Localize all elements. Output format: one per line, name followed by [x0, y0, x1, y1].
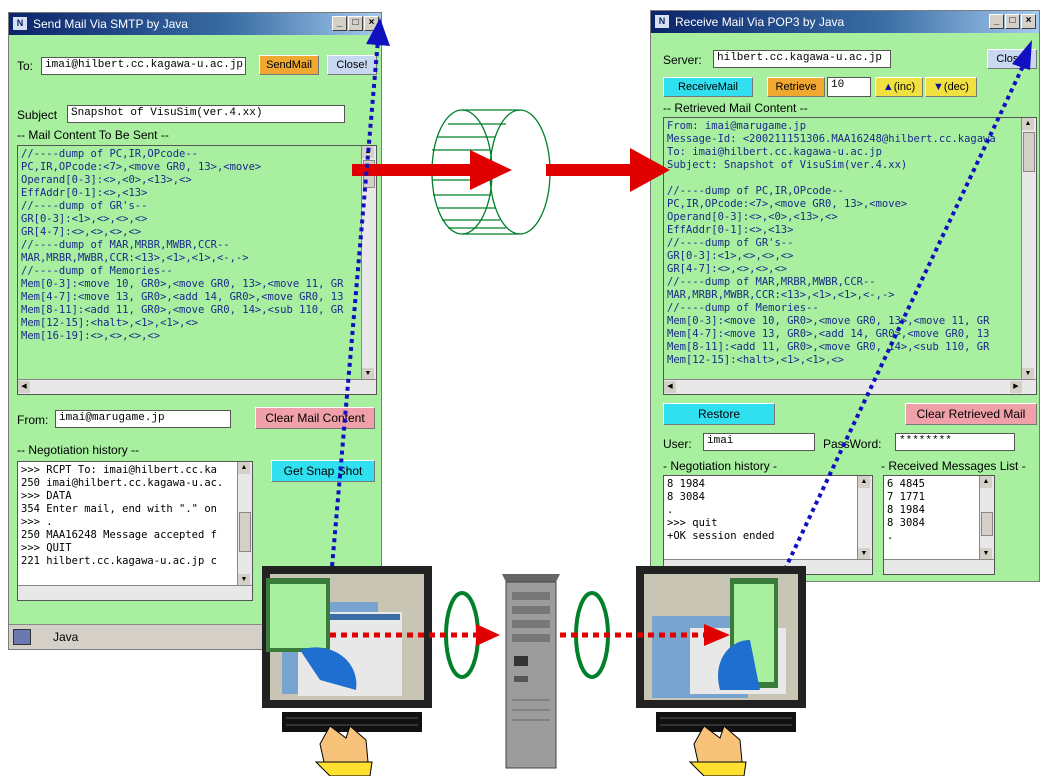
- send-window-titlebar[interactable]: N Send Mail Via SMTP by Java _ □ ×: [9, 13, 381, 35]
- receiver-computer-icon: [636, 566, 806, 776]
- red-arrow-left: [352, 150, 512, 190]
- red-arrow-right: [546, 148, 670, 192]
- maximize-button[interactable]: □: [1005, 14, 1020, 29]
- close-window-button[interactable]: ×: [1021, 14, 1036, 29]
- scroll-up-arrow[interactable]: ▲: [858, 476, 870, 488]
- scroll-down-arrow[interactable]: ▼: [980, 548, 992, 560]
- triangle-up-icon: ▲: [882, 81, 894, 93]
- send-window-title: Send Mail Via SMTP by Java: [33, 17, 188, 31]
- negotiation-vscroll[interactable]: ▲ ▼: [857, 476, 872, 560]
- java-app-icon: N: [13, 17, 27, 30]
- password-input[interactable]: ********: [895, 433, 1015, 451]
- blue-dotted-line-send: [328, 18, 390, 591]
- subject-input[interactable]: Snapshot of VisuSim(ver.4.xx): [67, 105, 345, 123]
- password-label: PassWord:: [823, 437, 882, 451]
- blue-dotted-line-receive: [776, 40, 1032, 585]
- received-list-hscroll[interactable]: [884, 559, 994, 574]
- negotiation-history-textarea[interactable]: >>> RCPT To: imai@hilbert.cc.ka 250 imai…: [17, 461, 253, 601]
- received-list-vscroll[interactable]: ▲ ▼: [979, 476, 994, 560]
- retrieve-count-input[interactable]: 10: [827, 77, 871, 97]
- scroll-thumb[interactable]: [981, 512, 993, 536]
- sender-computer-icon: [262, 566, 432, 776]
- negotiation-history-text: 8 1984 8 3084 . >>> quit +OK session end…: [667, 478, 775, 542]
- network-ring-right: [574, 591, 610, 679]
- server-input[interactable]: hilbert.cc.kagawa-u.ac.jp: [713, 50, 891, 68]
- java-cup-icon: [13, 629, 31, 645]
- minimize-button[interactable]: _: [332, 16, 347, 31]
- scroll-left-arrow[interactable]: ◀: [18, 381, 30, 393]
- from-input[interactable]: imai@marugame.jp: [55, 410, 231, 428]
- retrieved-content-vscroll[interactable]: ▲ ▼: [1021, 118, 1036, 380]
- send-mail-window: N Send Mail Via SMTP by Java _ □ × To: i…: [8, 12, 382, 650]
- received-messages-text: 6 4845 7 1771 8 1984 8 3084 .: [887, 478, 925, 542]
- scroll-down-arrow[interactable]: ▼: [1022, 368, 1034, 380]
- scroll-up-arrow[interactable]: ▲: [1022, 118, 1034, 130]
- status-text: Java: [53, 630, 79, 644]
- decrement-label: (dec): [943, 81, 969, 93]
- negotiation-hscroll[interactable]: [18, 585, 252, 600]
- decrement-button[interactable]: ▼(dec): [925, 77, 977, 97]
- mail-content-header: -- Mail Content To Be Sent --: [17, 128, 169, 142]
- user-input[interactable]: imai: [703, 433, 815, 451]
- subject-label: Subject: [17, 108, 58, 122]
- red-dotted-arrow-to-receiver: [560, 624, 730, 646]
- negotiation-history-text: >>> RCPT To: imai@hilbert.cc.ka 250 imai…: [21, 464, 224, 567]
- scroll-thumb[interactable]: [239, 512, 251, 552]
- negotiation-vscroll[interactable]: ▲ ▼: [237, 462, 252, 586]
- scroll-up-arrow[interactable]: ▲: [980, 476, 992, 488]
- to-label: To:: [17, 59, 34, 73]
- increment-label: (inc): [893, 81, 916, 93]
- retrieved-content-hscroll[interactable]: ◀ ▶: [664, 379, 1036, 394]
- from-label: From:: [17, 413, 49, 427]
- retrieve-button[interactable]: Retrieve: [767, 77, 825, 97]
- triangle-down-icon: ▼: [933, 81, 944, 93]
- scroll-up-arrow[interactable]: ▲: [238, 462, 250, 474]
- server-label: Server:: [663, 53, 702, 67]
- scroll-right-arrow[interactable]: ▶: [1010, 381, 1022, 393]
- received-messages-header: - Received Messages List -: [881, 459, 1026, 473]
- scroll-down-arrow[interactable]: ▼: [858, 548, 870, 560]
- clear-retrieved-mail-button[interactable]: Clear Retrieved Mail: [905, 403, 1037, 425]
- scroll-left-arrow[interactable]: ◀: [664, 381, 676, 393]
- retrieved-content-header: -- Retrieved Mail Content --: [663, 101, 808, 115]
- mail-content-hscroll[interactable]: ◀: [18, 379, 376, 394]
- send-mail-button[interactable]: SendMail: [259, 55, 319, 75]
- receive-window-title: Receive Mail Via POP3 by Java: [675, 15, 845, 29]
- receive-mail-button[interactable]: ReceiveMail: [663, 77, 753, 97]
- to-input[interactable]: imai@hilbert.cc.kagawa-u.ac.jp: [41, 57, 246, 75]
- retrieved-content-text: From: imai@marugame.jp Message-Id: <2002…: [667, 120, 996, 366]
- scroll-down-arrow[interactable]: ▼: [362, 368, 374, 380]
- received-messages-list[interactable]: 6 4845 7 1771 8 1984 8 3084 . ▲ ▼: [883, 475, 995, 575]
- negotiation-history-header: -- Negotiation history --: [17, 443, 140, 457]
- receive-window-titlebar[interactable]: N Receive Mail Via POP3 by Java _ □ ×: [651, 11, 1039, 33]
- scroll-thumb[interactable]: [1023, 132, 1035, 172]
- negotiation-history-header: - Negotiation history -: [663, 459, 778, 473]
- user-label: User:: [663, 437, 692, 451]
- minimize-button[interactable]: _: [989, 14, 1004, 29]
- increment-button[interactable]: ▲(inc): [875, 77, 923, 97]
- java-app-icon: N: [655, 15, 669, 28]
- mail-content-text: //----dump of PC,IR,OPcode-- PC,IR,OPcod…: [21, 148, 344, 342]
- maximize-button[interactable]: □: [348, 16, 363, 31]
- mail-content-textarea[interactable]: //----dump of PC,IR,OPcode-- PC,IR,OPcod…: [17, 145, 377, 395]
- send-close-button[interactable]: Close!: [327, 55, 377, 75]
- receive-mail-window: N Receive Mail Via POP3 by Java _ □ × Se…: [650, 10, 1040, 582]
- retrieved-content-textarea[interactable]: From: imai@marugame.jp Message-Id: <2002…: [663, 117, 1037, 395]
- server-tower-icon: [502, 574, 560, 769]
- scroll-down-arrow[interactable]: ▼: [238, 574, 250, 586]
- red-dotted-arrow-to-server: [330, 624, 500, 646]
- restore-button[interactable]: Restore: [663, 403, 775, 425]
